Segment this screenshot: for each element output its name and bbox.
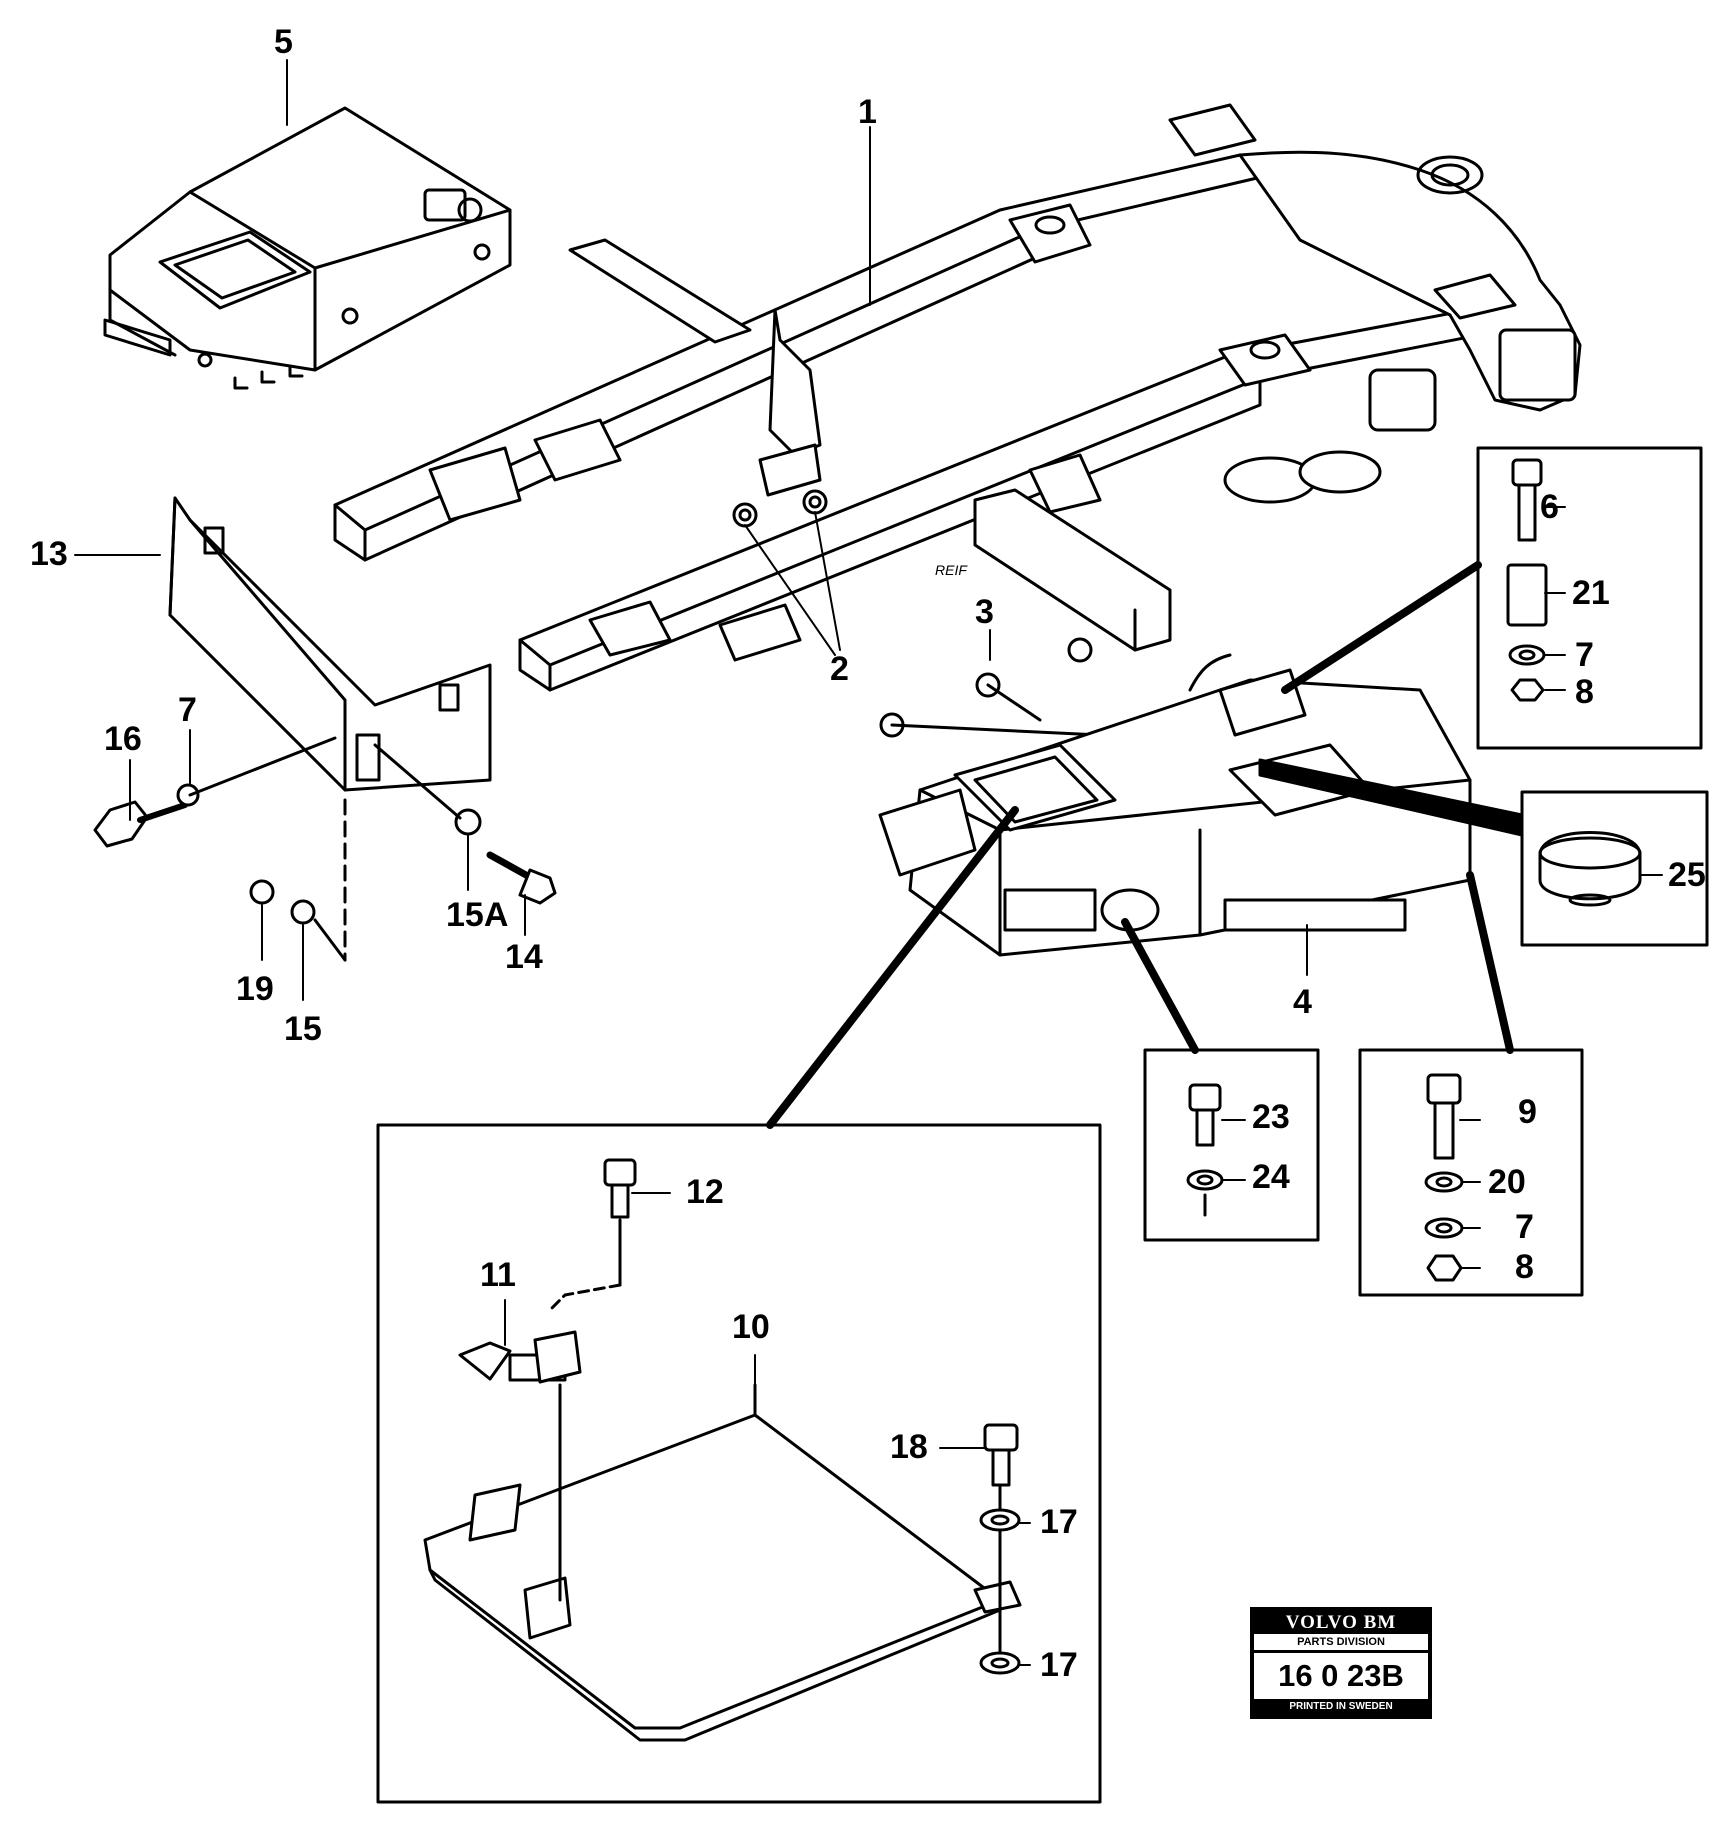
callout-7-top-right: 7	[1575, 636, 1594, 674]
part-3-washers	[879, 637, 1102, 738]
volvo-bm-stamp: VOLVO BM PARTS DIVISION 16 0 23B PRINTED…	[1250, 1607, 1432, 1719]
callout-14: 14	[505, 938, 543, 976]
fasteners-left-group	[93, 736, 557, 962]
callout-24: 24	[1252, 1158, 1290, 1196]
callout-15a: 15A	[446, 896, 509, 934]
callout-8-bottom-right: 8	[1515, 1248, 1534, 1286]
inset-parts-23-24	[1121, 918, 1320, 1242]
callout-12: 12	[686, 1173, 724, 1211]
callout-6: 6	[1540, 488, 1559, 526]
part-4-rear-housing	[878, 653, 1472, 957]
callout-3: 3	[975, 593, 994, 631]
part-2-washers	[732, 489, 828, 528]
inset-part-25	[1258, 758, 1709, 947]
callout-9: 9	[1518, 1093, 1537, 1131]
callout-17-lower: 17	[1040, 1646, 1078, 1684]
callout-25: 25	[1668, 856, 1706, 894]
inset-cover-plate	[376, 806, 1102, 1804]
callout-13: 13	[30, 535, 68, 573]
stamp-division: PARTS DIVISION	[1254, 1634, 1428, 1653]
stamp-printed: PRINTED IN SWEDEN	[1254, 1699, 1428, 1715]
part-1-main-frame: REIF	[333, 103, 1582, 692]
inset-parts-6-21-7-8	[1281, 446, 1703, 750]
callout-18: 18	[890, 1428, 928, 1466]
callout-15: 15	[284, 1010, 322, 1048]
part-5-cab-module	[103, 106, 512, 390]
callout-16: 16	[104, 720, 142, 758]
callout-20: 20	[1488, 1163, 1526, 1201]
callout-17-upper: 17	[1040, 1503, 1078, 1541]
callout-23: 23	[1252, 1098, 1290, 1136]
frame-marking-text: REIF	[935, 562, 968, 578]
callout-21: 21	[1572, 574, 1610, 612]
callout-1: 1	[858, 93, 877, 131]
callout-2: 2	[830, 650, 849, 688]
leader-lines	[74, 59, 1663, 1666]
inset-parts-9-20-7-8	[1358, 871, 1584, 1297]
callout-4: 4	[1293, 983, 1312, 1021]
callout-8-top-right: 8	[1575, 673, 1594, 711]
callout-19: 19	[236, 970, 274, 1008]
callout-5: 5	[274, 23, 293, 61]
part-13-side-bracket	[168, 496, 492, 792]
stamp-number: 16 0 23B	[1278, 1658, 1404, 1693]
stamp-brand: VOLVO BM	[1254, 1611, 1428, 1634]
callout-7-left: 7	[178, 691, 197, 729]
callout-10: 10	[732, 1308, 770, 1346]
callout-7-bottom-right: 7	[1515, 1208, 1534, 1246]
callout-11: 11	[480, 1256, 516, 1294]
